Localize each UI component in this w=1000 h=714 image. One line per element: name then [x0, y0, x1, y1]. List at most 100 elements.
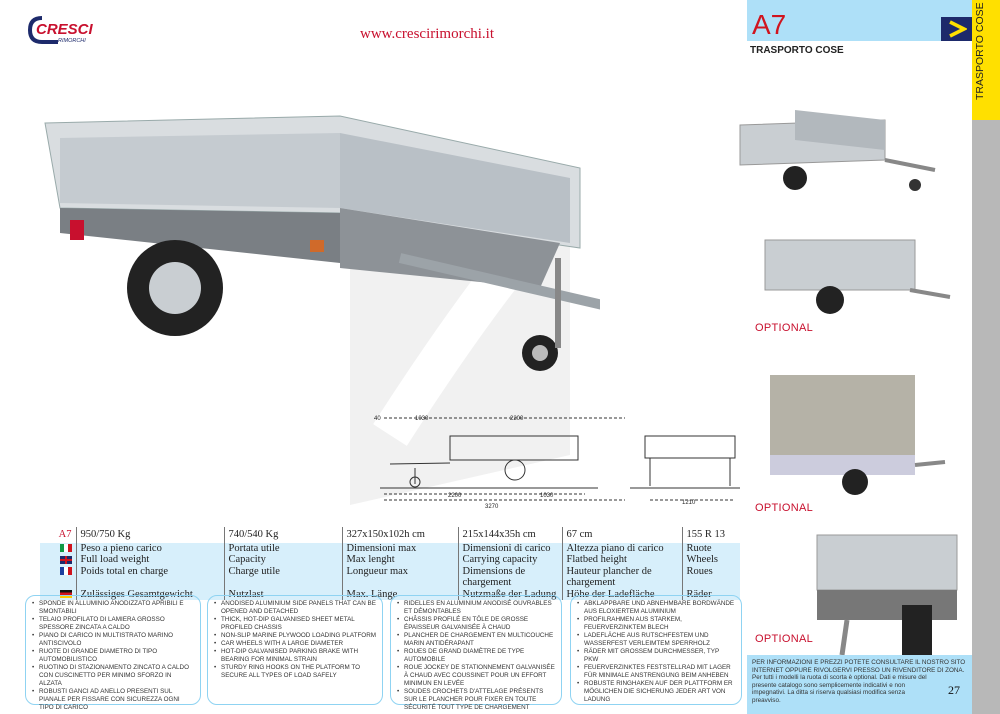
feature-item: Non-slip marine plywood loading platform [214, 632, 376, 640]
dim-label: 1030 [540, 493, 554, 499]
trailer-photo-side [764, 239, 951, 314]
feature-item: Sponde in alluminio anodizzato apribili … [32, 600, 194, 616]
header-band [747, 0, 972, 41]
spec-label: Hauteur plancher de chargement [561, 565, 682, 589]
dim-label: 2200 [448, 493, 462, 499]
spec-label: Dimensions de chargement [457, 565, 562, 589]
features-fr: Ridelles en aluminium anodisé ouvrables … [390, 595, 562, 711]
spec-model: A7 [40, 527, 76, 543]
spec-label: Longueur max [341, 565, 458, 589]
feature-item: Ruotino di stazionamento zincato a caldo… [32, 664, 194, 688]
feature-item: Hot-dip galvanised parking brake with be… [214, 648, 376, 664]
section-tab[interactable]: TRASPORTO COSE [972, 0, 1000, 120]
chevron-right-icon [948, 20, 967, 38]
feature-item: Profilrahmen aus starkem, feuerverzinkte… [577, 616, 735, 632]
feature-item: Roues de grand diamètre de type automobi… [397, 648, 555, 664]
spec-label: Peso a pieno carico [75, 542, 224, 554]
features-it: Sponde in alluminio anodizzato apribili … [25, 595, 201, 711]
feature-item: Telaio profilato di lamiera grosso spess… [32, 616, 194, 632]
feature-item: Sturdy ring hooks on the platform to sec… [214, 664, 376, 680]
spec-value: 740/540 Kg [223, 527, 342, 543]
spec-value: 215x144x35h cm [457, 527, 562, 543]
feature-item: Ruote di grande diametro di tipo automob… [32, 648, 194, 664]
next-arrow-button[interactable] [941, 17, 972, 41]
feature-item: Anodised aluminium side panels that can … [214, 600, 376, 616]
feature-item: Soudes crochets d'attelage présents sur … [397, 688, 555, 712]
website-link[interactable]: www.crescirimorchi.it [360, 26, 494, 42]
dim-label: 1210 [682, 500, 696, 506]
spec-label: Max lenght [341, 554, 458, 566]
dim-label: 3270 [485, 504, 499, 510]
model-title: A7 [752, 9, 787, 40]
spec-label: Capacity [223, 554, 342, 566]
trailer-photo-open [739, 110, 936, 191]
info-text: Per tutti i modelli la ruota di scorta è… [752, 674, 927, 704]
feature-item: Roue jockey de stationnement galvanisée … [397, 664, 555, 688]
svg-text:RIMORCHI: RIMORCHI [58, 38, 86, 44]
spec-label: Dimensioni di carico [457, 542, 562, 554]
trailer-photo-cover [770, 375, 946, 495]
feature-item: Ridelles en aluminium anodisé ouvrables … [397, 600, 555, 616]
spec-label: Altezza piano di carico [561, 542, 682, 554]
cresci-logo: CRESCI RIMORCHI [28, 16, 94, 44]
france-flag-icon [59, 567, 72, 576]
trailer-photo-detail [816, 534, 958, 660]
spec-label: Ruote [681, 542, 740, 554]
page-number: 27 [948, 683, 960, 697]
feature-item: Abklappbare und abnehmbare Bordwände aus… [577, 600, 735, 616]
spec-values-row: A7 950/750 Kg 740/540 Kg 327x150x102h cm… [40, 527, 740, 543]
spec-label: Carrying capacity [457, 554, 562, 566]
technical-drawing: 40 1030 2200 2200 1030 3270 1210 [374, 416, 740, 510]
spec-label: Flatbed height [561, 554, 682, 566]
spec-label: Nutzmaße der Ladung [457, 588, 562, 600]
spec-table: A7 950/750 Kg 740/540 Kg 327x150x102h cm… [40, 527, 740, 600]
dim-label: 40 [374, 416, 381, 422]
spec-label: Roues [681, 565, 740, 589]
features-de: Abklappbare und abnehmbare Bordwände aus… [570, 595, 742, 705]
germany-flag-icon [59, 590, 72, 599]
spec-label: Poids total en charge [75, 565, 224, 589]
spec-label: Wheels [681, 554, 740, 566]
svg-text:CRESCI: CRESCI [36, 21, 94, 38]
spec-value: 950/750 Kg [75, 527, 224, 543]
spec-label: Nutzlast [223, 588, 342, 600]
spec-value: 155 R 13 [681, 527, 740, 543]
optional-label: OPTIONAL [755, 633, 814, 645]
spec-label: Max. Länge [341, 588, 458, 600]
feature-item: Robusti ganci ad anello presenti sul pia… [32, 688, 194, 712]
spec-label: Zulässiges Gesamtgewicht [75, 588, 224, 600]
spec-label: Dimensioni max [341, 542, 458, 554]
feature-item: Feuerverzinktes Feststellrad mit Lager f… [577, 664, 735, 680]
spec-label: Räder [681, 588, 740, 600]
feature-item: Räder mit grossem Durchmesser, Typ PKW [577, 648, 735, 664]
info-box: PER INFORMAZIONI E PREZZI POTETE CONSULT… [747, 655, 972, 714]
spec-label: Charge utile [223, 565, 342, 589]
subtitle: TRASPORTO COSE [750, 45, 844, 56]
optional-label: OPTIONAL [755, 502, 814, 514]
optional-label: OPTIONAL [755, 322, 814, 334]
side-bar [972, 120, 1000, 714]
feature-item: Plancher de chargement en multicouche ma… [397, 632, 555, 648]
uk-flag-icon [59, 555, 72, 564]
feature-item: Thick, hot-dip galvanised sheet metal pr… [214, 616, 376, 632]
italy-flag-icon [59, 544, 72, 553]
dim-label: 2200 [510, 416, 524, 422]
info-caps: PER INFORMAZIONI E PREZZI POTETE CONSULT… [752, 659, 966, 674]
section-tab-label: TRASPORTO COSE [974, 2, 986, 100]
feature-item: Ladefläche aus rutschfestem und wasserfe… [577, 632, 735, 648]
spec-label: Full load weight [75, 554, 224, 566]
feature-item: Piano di carico in multistrato marino an… [32, 632, 194, 648]
feature-item: Robuste Ringhaken auf der Plattform er m… [577, 680, 735, 704]
feature-item: Châssis profilé en tôle de grosse épaiss… [397, 616, 555, 632]
spec-label: Höhe der Ladefläche [561, 588, 682, 600]
spec-value: 327x150x102h cm [341, 527, 458, 543]
feature-item: Car wheels with a large diameter [214, 640, 376, 648]
dim-label: 1030 [415, 416, 429, 422]
main-trailer-photo [44, 115, 600, 371]
spec-label: Portata utile [223, 542, 342, 554]
spec-value: 67 cm [561, 527, 682, 543]
